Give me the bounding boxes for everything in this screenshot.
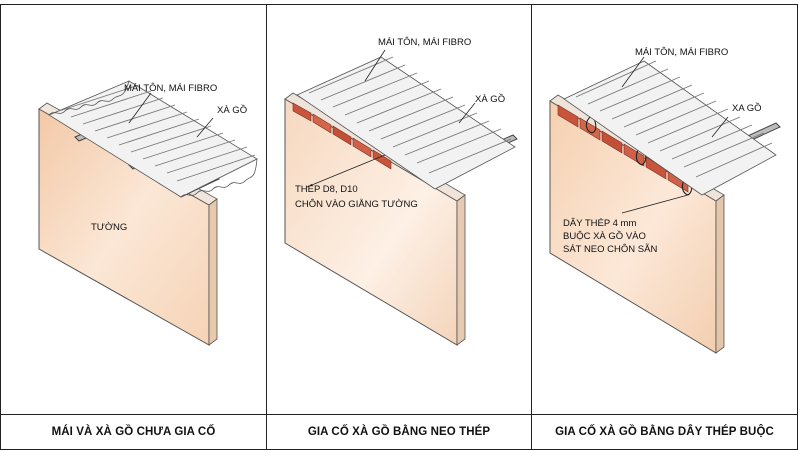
purlin-label: XÀ GỒ	[475, 94, 506, 105]
anchor-label-line2: CHÔN VÀO GIẰNG TƯỜNG	[295, 199, 418, 210]
purlin-leader	[458, 102, 476, 124]
panel-steel-anchor: MÁI TÔN, MÁI FIBRO XÀ GỒ THÉP D8, D10 CH…	[266, 4, 532, 414]
wall-side	[208, 198, 218, 346]
purlin-label: XA GỒ	[732, 103, 762, 114]
caption-steel-anchor: GIA CỐ XÀ GỒ BẰNG NEO THÉP	[266, 414, 532, 450]
roof-sheet	[48, 80, 258, 198]
wire-label-line3: SÁT NEO CHÔN SẴN	[563, 244, 658, 255]
wall-side	[456, 194, 466, 346]
roof-label: MÁI TÔN, MÁI FIBRO	[378, 37, 472, 48]
purlin-label: XÀ GỒ	[217, 105, 248, 116]
roof-sheet	[296, 56, 516, 190]
caption-unreinforced: MÁI VÀ XÀ GỒ CHƯA GIA CỐ	[0, 414, 267, 450]
panel-unreinforced: MÁI TÔN, MÁI FIBRO XÀ GỒ TƯỜNG	[0, 4, 267, 414]
wire-label-line1: DÂY THÉP 4 mm	[563, 218, 637, 229]
roof-leader	[364, 49, 386, 82]
roof-leader	[621, 56, 645, 88]
anchor-leader	[306, 154, 386, 188]
wire-tie-drawing	[549, 56, 781, 354]
brick-bond-beam	[557, 104, 689, 193]
wire-leader	[621, 194, 689, 214]
roof-sheets	[296, 56, 516, 190]
corrugation-lines	[575, 60, 773, 178]
roof-sheets	[48, 80, 258, 198]
roof-sheets	[563, 60, 777, 196]
roof-label: MÁI TÔN, MÁI FIBRO	[635, 47, 729, 58]
unreinforced-drawing	[38, 80, 258, 346]
corrugation-lines	[308, 56, 512, 174]
wall-side	[715, 194, 725, 354]
steel-anchor-drawing	[284, 49, 518, 346]
anchor-label-line1: THÉP D8, D10	[295, 184, 358, 195]
roof-edge	[48, 80, 130, 116]
roof-edge	[180, 158, 258, 198]
caption-wire-tie: GIA CỐ XÀ GỒ BẰNG DÂY THÉP BUỘC	[531, 414, 798, 450]
purlin-leader	[196, 117, 214, 138]
wire-label-line2: BUỘC XÀ GỒ VÀO	[563, 231, 646, 242]
purlin-leader	[711, 116, 729, 138]
wall-label: TƯỜNG	[91, 222, 128, 233]
wire-tie	[585, 114, 597, 134]
roof-sheet	[563, 60, 777, 196]
brick-bond-beam	[292, 102, 392, 170]
roof-leader	[128, 92, 152, 124]
roof-label: MÁI TÔN, MÁI FIBRO	[124, 83, 218, 94]
panel-wire-tie: MÁI TÔN, MÁI FIBRO XA GỒ DÂY THÉP 4 mm B…	[531, 4, 798, 414]
